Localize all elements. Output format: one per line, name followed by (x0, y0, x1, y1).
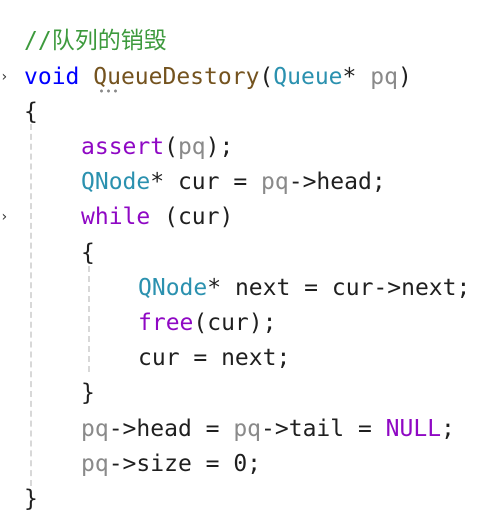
code-token: * cur = (150, 169, 262, 195)
indent-guide-inner (88, 266, 90, 372)
code-token: pq (81, 451, 109, 477)
code-token: free (138, 310, 194, 336)
code-token: QueueDestory (93, 64, 260, 90)
code-token: { (24, 99, 38, 125)
code-token: pq (233, 416, 262, 442)
code-line-text: } (24, 482, 38, 517)
code-token: { (81, 240, 95, 266)
fold-marker-while[interactable]: › (0, 209, 9, 225)
code-line[interactable]: void QueueDestory(Queue* pq) (0, 60, 501, 95)
code-token: ); (205, 134, 234, 160)
code-line[interactable]: //队列的销毁 (0, 24, 501, 59)
code-token: ; (441, 416, 455, 442)
code-token: pq (177, 134, 206, 160)
code-line[interactable]: free(cur); (0, 306, 501, 341)
code-token: ( (259, 64, 274, 90)
code-token: //队列的销毁 (24, 28, 167, 54)
code-token: cur = next; (138, 345, 291, 371)
code-line-text: { (24, 95, 38, 130)
code-token: while (81, 204, 151, 230)
code-token: ->tail = (261, 416, 386, 442)
code-token: (cur); (193, 310, 277, 336)
code-token: void (24, 64, 80, 90)
code-line-text: QNode* next = cur->next; (138, 271, 470, 306)
code-line[interactable]: while (cur) (0, 200, 501, 235)
code-token (79, 64, 93, 90)
code-line-text: { (81, 236, 95, 271)
code-line-text: void QueueDestory(Queue* pq) (24, 60, 412, 95)
code-line-text: while (cur) (81, 200, 233, 235)
indent-guide-outer (30, 124, 32, 486)
code-token: QNode (138, 275, 208, 301)
code-line[interactable]: } (0, 376, 501, 411)
code-token: QNode (81, 169, 151, 195)
code-line[interactable]: QNode* cur = pq->head; (0, 165, 501, 200)
code-token: ) (397, 64, 412, 90)
code-line-text: pq->size = 0; (81, 447, 261, 482)
code-line[interactable]: } (0, 482, 501, 517)
fold-marker-function[interactable]: › (0, 69, 9, 85)
code-line[interactable]: pq->size = 0; (0, 447, 501, 482)
code-line-text: assert(pq); (81, 130, 233, 165)
code-token: ->head; (288, 169, 386, 195)
code-token: ->head = (108, 416, 234, 442)
code-token: ( (164, 134, 178, 160)
code-line[interactable]: { (0, 95, 501, 130)
code-token: ->size = 0; (108, 451, 262, 477)
code-line[interactable]: assert(pq); (0, 130, 501, 165)
code-line-text: } (81, 376, 95, 411)
code-token: } (24, 486, 38, 512)
code-token: pq (370, 64, 398, 90)
code-token: pq (261, 169, 289, 195)
code-token: NULL (385, 416, 442, 442)
code-line[interactable]: pq->head = pq->tail = NULL; (0, 412, 501, 447)
code-token: * next = cur->next; (207, 275, 471, 301)
suggestion-squiggle (98, 89, 120, 93)
code-token: assert (81, 134, 165, 160)
code-token: Queue (273, 64, 343, 90)
code-line-text: cur = next; (138, 341, 290, 376)
code-token: } (81, 380, 95, 406)
code-line-text: pq->head = pq->tail = NULL; (81, 412, 455, 447)
code-token: pq (81, 416, 109, 442)
code-line[interactable]: { (0, 236, 501, 271)
code-line[interactable]: QNode* next = cur->next; (0, 271, 501, 306)
code-token: (cur) (150, 204, 234, 230)
code-token: * (342, 64, 371, 90)
code-line[interactable]: cur = next; (0, 341, 501, 376)
code-line-text: free(cur); (138, 306, 276, 341)
code-line-text: //队列的销毁 (24, 24, 167, 59)
code-line-text: QNode* cur = pq->head; (81, 165, 386, 200)
